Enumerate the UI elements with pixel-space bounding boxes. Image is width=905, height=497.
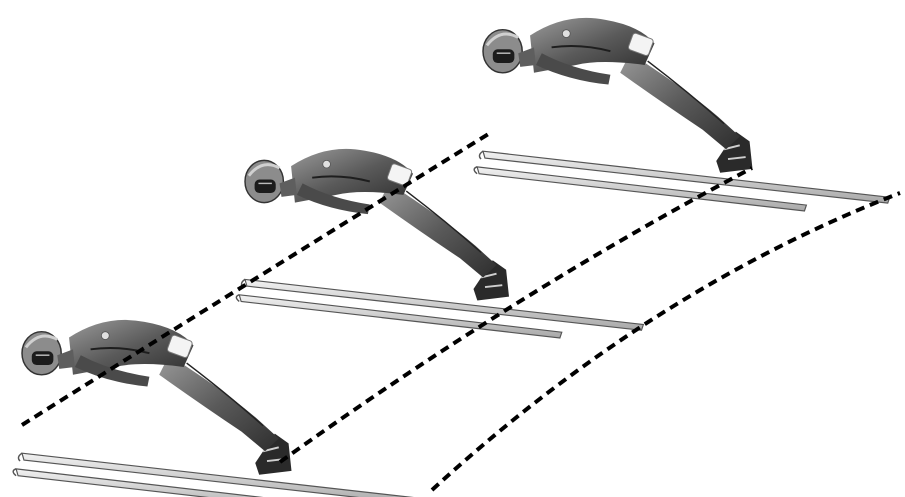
ski-jumper-bottom-left bbox=[13, 320, 429, 497]
trajectory-line-lower bbox=[432, 193, 900, 490]
ski-jumper-top-right bbox=[474, 18, 890, 211]
ski-jumper-middle bbox=[236, 149, 643, 338]
